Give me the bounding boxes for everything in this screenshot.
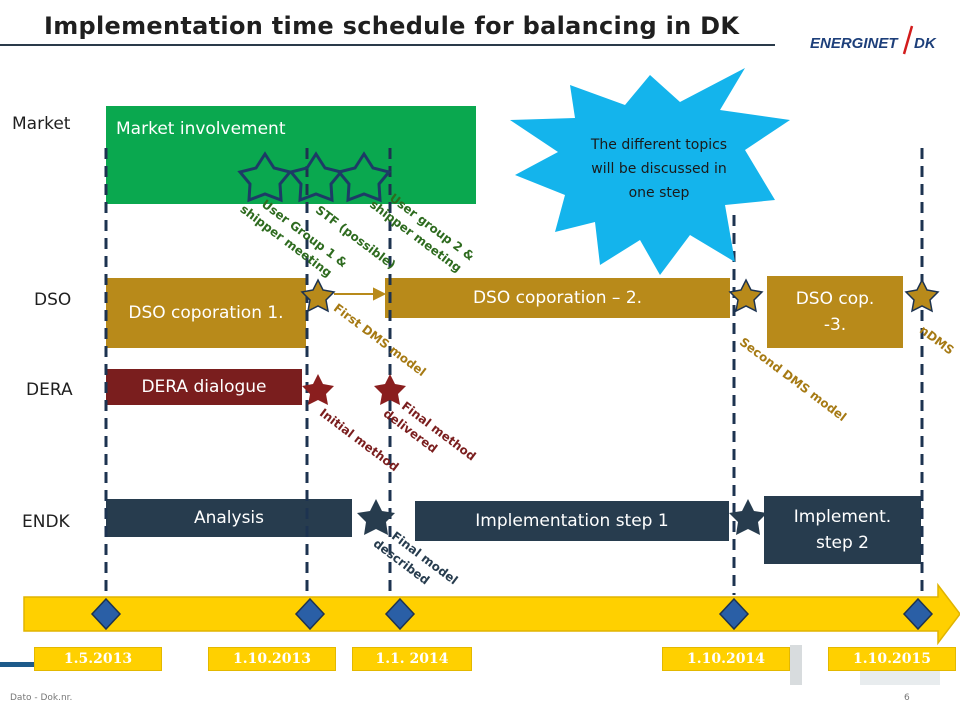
date-label-2014-01: 1.1. 2014 — [352, 647, 472, 671]
dso-cooperation-3-label: DSO cop. -3. — [795, 288, 875, 335]
star-red-icon — [302, 374, 334, 405]
footer-accent — [0, 662, 34, 667]
star-red-icon — [374, 374, 406, 405]
logo-slash — [902, 25, 914, 55]
callout-burst — [510, 68, 790, 275]
star-navy-icon — [729, 499, 767, 535]
star-navy-icon — [357, 499, 395, 535]
dera-dialogue-bar: DERA dialogue — [106, 369, 302, 405]
page-title: Implementation time schedule for balanci… — [44, 12, 740, 40]
star-outline-icon — [288, 151, 344, 203]
timeline-diamond-icon — [294, 597, 326, 631]
footer-doc-info: Dato - Dok.nr. — [10, 693, 73, 703]
logo-suffix: DK — [914, 35, 937, 52]
dso-cooperation-3-bar: DSO cop. -3. — [767, 276, 903, 348]
dso-arrow-head-icon — [373, 287, 387, 301]
date-label-2014-10: 1.10.2014 — [662, 647, 790, 671]
row-label-endk: ENDK — [22, 512, 70, 532]
energinet-logo-svg: ENERGINET DK — [810, 25, 937, 55]
logo-text: ENERGINET — [810, 35, 899, 52]
star-outline-icon — [237, 151, 293, 203]
star-gold-icon — [728, 278, 764, 313]
market-involvement-label: Market involvement — [116, 119, 286, 139]
timeline-diamond-icon — [902, 597, 934, 631]
callout-text: The different topics will be discussed i… — [590, 137, 728, 201]
star-gold-icon — [300, 278, 336, 313]
implementation-step-1-label: Implementation step 1 — [475, 510, 669, 531]
timeline-diamond-icon — [90, 597, 122, 631]
market-involvement-bar: Market involvement — [106, 106, 476, 204]
row-label-market: Market — [12, 114, 71, 134]
timeline-arrow — [23, 582, 960, 646]
implementation-step-2-label: Implement. step 2 — [793, 506, 892, 553]
row-label-dso: DSO — [34, 290, 72, 310]
dso-cooperation-1-bar: DSO coporation 1. — [106, 278, 306, 348]
decorative-photo — [790, 645, 802, 685]
implementation-step-2-bar: Implement. step 2 — [764, 496, 921, 564]
date-label-2015-10: 1.10.2015 — [828, 647, 956, 671]
star-gold-icon — [904, 278, 940, 313]
date-label-2013-05: 1.5.2013 — [34, 647, 162, 671]
date-label-2013-10: 1.10.2013 — [208, 647, 336, 671]
analysis-bar: Analysis — [106, 499, 352, 537]
dso-cooperation-2-bar: DSO coporation – 2. — [385, 278, 730, 318]
dera-dialogue-label: DERA dialogue — [141, 376, 267, 397]
energinet-logo: ENERGINET DK — [810, 24, 950, 56]
title-underline — [0, 44, 775, 46]
dso-cooperation-1-label: DSO coporation 1. — [128, 302, 284, 323]
timeline-diamond-icon — [384, 597, 416, 631]
row-label-dera: DERA — [26, 380, 73, 400]
star-outline-icon — [336, 151, 392, 203]
page-number: 6 — [904, 693, 910, 703]
timeline-diamond-icon — [718, 597, 750, 631]
implementation-step-1-bar: Implementation step 1 — [415, 501, 729, 541]
dso-cooperation-2-label: DSO coporation – 2. — [472, 287, 643, 308]
analysis-label: Analysis — [193, 507, 265, 528]
